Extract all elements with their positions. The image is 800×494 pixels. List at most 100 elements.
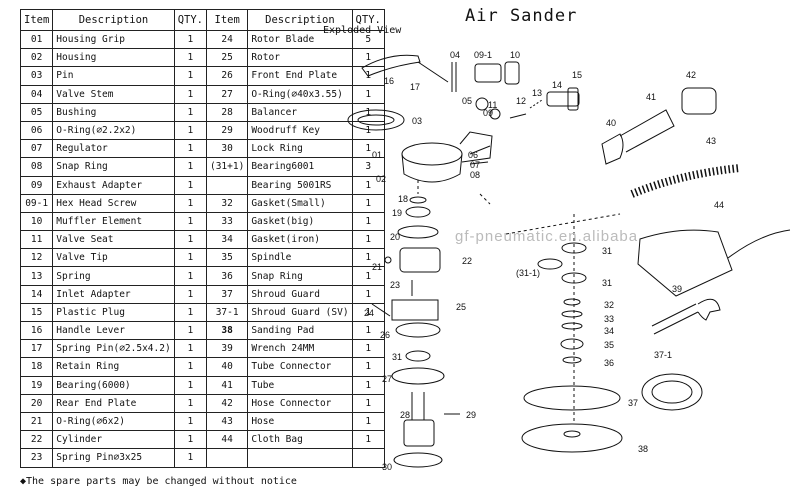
table-header-row: Item Description QTY. Item Description Q… xyxy=(19,9,385,31)
valve-seat-shape xyxy=(489,108,501,120)
description-cell: Regulator xyxy=(52,139,175,159)
item-cell: 12 xyxy=(19,248,54,268)
description-cell-2: Shroud Guard xyxy=(247,284,353,304)
qty-cell: 1 xyxy=(173,175,207,195)
bag-strap-shape xyxy=(727,229,791,259)
qty-cell: 1 xyxy=(173,320,207,341)
item-cell-2: 38 xyxy=(205,320,249,341)
description-cell: Bushing xyxy=(52,102,175,122)
callout-label: 06 xyxy=(468,150,478,160)
bearing-31-left-shape xyxy=(405,350,431,362)
callout-label: 24 xyxy=(364,308,374,318)
qty-cell: 1 xyxy=(173,230,207,250)
item-cell-2: 28 xyxy=(205,102,249,122)
column-header-description: Description xyxy=(52,9,175,31)
callout-label: 08 xyxy=(470,170,480,180)
qty-cell-2: 1 xyxy=(351,375,385,395)
description-cell-2: Tube xyxy=(247,375,353,395)
item-cell-2: 24 xyxy=(205,29,249,50)
callout-label: 31 xyxy=(392,352,402,362)
qty-cell: 1 xyxy=(173,211,207,232)
qty-cell-2: 1 xyxy=(351,84,385,104)
rear-end-plate-shape xyxy=(397,225,439,239)
item-cell: 07 xyxy=(19,139,54,159)
qty-cell: 1 xyxy=(173,393,207,413)
cloth-bag-shape xyxy=(637,229,733,297)
gasket-small-shape xyxy=(563,298,581,306)
callout-label: 15 xyxy=(572,70,582,80)
spring-shape xyxy=(529,99,543,109)
gasket-iron-shape xyxy=(561,322,583,330)
item-cell-2: 41 xyxy=(205,375,249,395)
callout-label: 26 xyxy=(380,330,390,340)
item-cell-2 xyxy=(205,175,249,195)
diagram-subtitle: Exploded View xyxy=(323,25,402,36)
shroud-guard-sv-shape xyxy=(641,373,703,411)
column-header-item: Item xyxy=(19,9,54,31)
qty-cell-2: 1 xyxy=(351,284,385,304)
item-cell: 14 xyxy=(19,284,54,304)
item-cell: 06 xyxy=(19,120,54,141)
item-cell: 19 xyxy=(19,375,54,395)
sanding-pad-hub xyxy=(563,430,581,438)
retain-ring-shape xyxy=(409,196,427,204)
callout-label: 12 xyxy=(516,96,526,106)
callout-label: 39 xyxy=(672,284,682,294)
qty-cell: 1 xyxy=(173,375,207,395)
page-title: Air Sander xyxy=(465,6,578,26)
qty-cell: 1 xyxy=(173,102,207,122)
item-cell-2: 27 xyxy=(205,84,249,104)
description-cell: Handle Lever xyxy=(52,320,175,341)
callout-label: 25 xyxy=(456,302,466,312)
callout-label: 30 xyxy=(382,462,392,472)
item-cell: 08 xyxy=(19,157,54,177)
callout-label: 04 xyxy=(450,50,460,60)
qty-cell: 1 xyxy=(173,248,207,268)
inlet-adapter-shape xyxy=(546,91,580,107)
qty-cell: 1 xyxy=(173,157,207,177)
snap-ring-shape xyxy=(562,356,582,364)
callout-label: 40 xyxy=(606,118,616,128)
callout-label: 17 xyxy=(410,82,420,92)
description-cell: Housing Grip xyxy=(52,29,175,50)
item-cell-2: 34 xyxy=(205,230,249,250)
qty-cell: 1 xyxy=(173,120,207,141)
callout-label: 23 xyxy=(390,280,400,290)
callout-label: 34 xyxy=(604,326,614,336)
item-cell-2 xyxy=(205,448,249,468)
diagram-drawing xyxy=(347,54,791,468)
callout-label: (31-1) xyxy=(516,268,540,278)
description-cell: Valve Tip xyxy=(52,248,175,268)
item-cell-2: 37-1 xyxy=(205,302,249,323)
item-cell-2: 35 xyxy=(205,248,249,268)
column-header-qty: QTY. xyxy=(173,9,207,31)
item-cell: 21 xyxy=(19,411,54,432)
hose-shape xyxy=(630,164,741,198)
qty-cell: 1 xyxy=(173,48,207,68)
description-cell: Exhaust Adapter xyxy=(52,175,175,195)
item-cell: 11 xyxy=(19,230,54,250)
tube-shape xyxy=(619,109,675,153)
wrench-handle-shape xyxy=(651,303,699,335)
description-cell: Plastic Plug xyxy=(52,302,175,323)
callout-label: 44 xyxy=(714,200,724,210)
spindle-shape xyxy=(560,338,584,350)
description-cell: Rear End Plate xyxy=(52,393,175,413)
column-header-item-2: Item xyxy=(205,9,249,31)
description-cell-2: Wrench 24MM xyxy=(247,339,353,359)
callout-label: 33 xyxy=(604,314,614,324)
callout-label: 01 xyxy=(372,150,382,160)
item-cell: 20 xyxy=(19,393,54,413)
assembly-lines xyxy=(417,180,621,424)
o-ring-small-shape xyxy=(384,256,392,264)
callout-label: 10 xyxy=(510,50,520,60)
item-cell-2: 42 xyxy=(205,393,249,413)
item-cell: 16 xyxy=(19,320,54,341)
